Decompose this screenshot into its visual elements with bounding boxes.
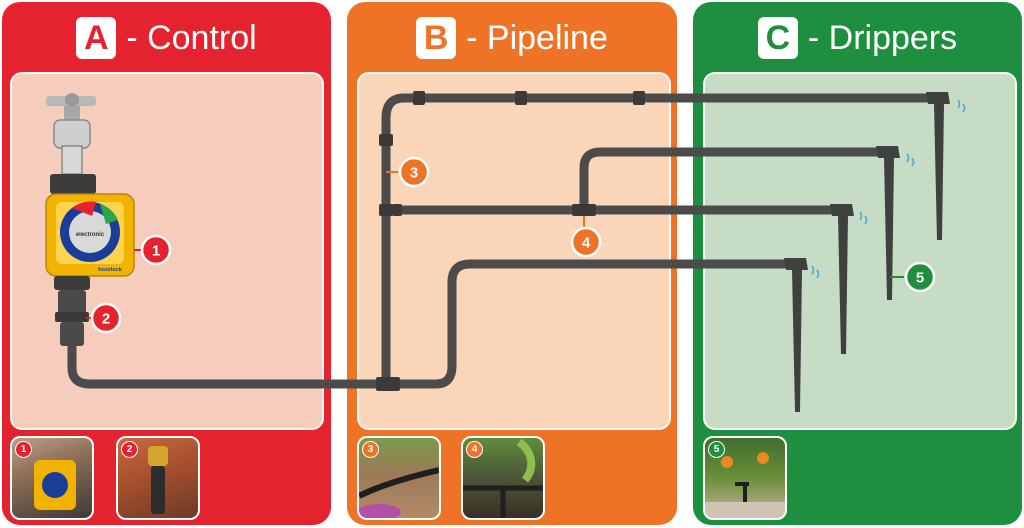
panel-drippers-letter: C [757,17,798,59]
marker-3: 3 [398,156,430,188]
panel-drippers: C - Drippers 5 [693,2,1022,525]
thumb-photo-timer: 1 [10,436,94,520]
marker-3-label: 3 [410,165,418,182]
panel-pipeline-inner [357,72,671,430]
panel-drippers-inner [703,72,1017,430]
thumb-badge-1: 1 [15,441,32,458]
marker-2: 2 [90,302,122,334]
connector-icon [54,276,90,346]
clip-icons [376,91,645,391]
dripper-stake-icon [784,92,966,412]
tap-photo-icon [148,446,168,466]
marker-2-label: 2 [102,311,110,328]
pipe-icon [67,93,945,389]
thumb-badge-4: 4 [466,441,483,458]
leader-lines [86,171,904,319]
panel-control-title: A - Control [2,14,331,62]
marker-1-label: 1 [152,243,160,260]
dial-photo-icon [42,472,68,498]
timer-icon: electronic hozelock [45,174,135,277]
timer-brand-text: hozelock [98,267,122,273]
thumb-photo-pipe: 3 [357,436,441,520]
panel-pipeline-letter: B [416,17,457,59]
marker-5: 5 [904,261,936,293]
connector-photo-icon [151,466,165,514]
tap-icon [46,93,96,175]
panel-drippers-label: - Drippers [807,18,958,57]
thumb-photo-dripper: 5 [703,436,787,520]
timer-dial-text: electronic [76,232,105,238]
panel-pipeline-label: - Pipeline [466,18,608,57]
panel-control-letter: A [76,17,117,59]
panel-control-label: - Control [126,18,257,57]
marker-4-label: 4 [582,235,591,252]
thumb-photo-tee: 4 [461,436,545,520]
thumb-badge-2: 2 [121,441,138,458]
thumb-badge-3: 3 [362,441,379,458]
thumb-badge-5: 5 [708,441,725,458]
panel-drippers-title: C - Drippers [693,14,1022,62]
thumb-photo-connector: 2 [116,436,200,520]
marker-5-label: 5 [916,270,924,287]
tee-photo-icon [463,438,543,518]
marker-4: 4 [570,226,602,258]
panel-pipeline-title: B - Pipeline [347,14,677,62]
pipe-photo-icon [359,467,439,518]
dripper-photo-icon [705,452,785,518]
marker-1: 1 [140,234,172,266]
